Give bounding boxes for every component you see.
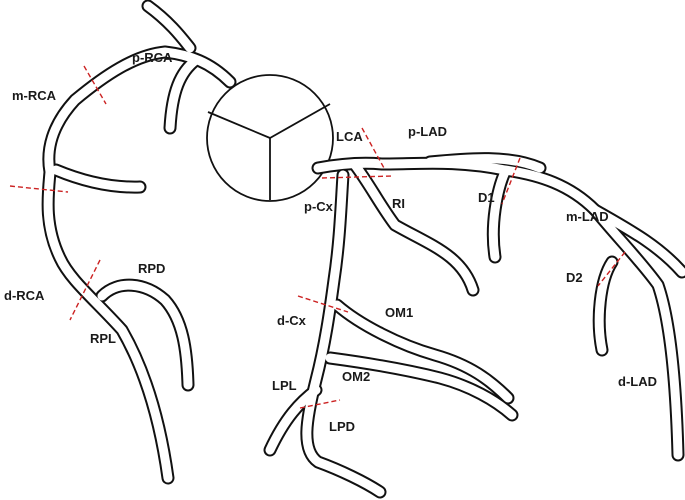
cut-p-cx-ri [321, 175, 393, 179]
label-rpd: RPD [138, 261, 165, 276]
label-d2: D2 [566, 270, 583, 285]
aortic-root [206, 74, 334, 202]
cut-lpl-lpd [299, 399, 341, 409]
label-lca: LCA [336, 129, 363, 144]
label-om1: OM1 [385, 305, 413, 320]
vessel-lumens [43, 1, 685, 497]
label-lpl: LPL [272, 378, 297, 393]
cut-m-lad-d-lad [597, 251, 626, 287]
cut-p-lad-m-lad [501, 157, 521, 205]
label-rpl: RPL [90, 331, 116, 346]
cut-p-cx-d-cx [297, 295, 349, 313]
label-lpd: LPD [329, 419, 355, 434]
label-d-cx: d-Cx [277, 313, 307, 328]
label-p-lad: p-LAD [408, 124, 447, 139]
label-d-rca: d-RCA [4, 288, 45, 303]
cut-p-rca-m-rca [83, 65, 107, 105]
label-p-cx: p-Cx [304, 199, 334, 214]
label-p-rca: p-RCA [132, 50, 173, 65]
label-d-lad: d-LAD [618, 374, 657, 389]
label-d1: D1 [478, 190, 495, 205]
vessel-outlines [41, 0, 685, 499]
segment-labels: p-RCA m-RCA d-RCA RPD RPL LCA p-LAD RI p… [4, 50, 657, 434]
segment-cut-lines [9, 65, 626, 409]
cut-d-rca-rpl [69, 259, 101, 321]
label-om2: OM2 [342, 369, 370, 384]
label-m-lad: m-LAD [566, 209, 609, 224]
cut-m-rca-d-rca [9, 185, 69, 193]
label-ri: RI [392, 196, 405, 211]
label-m-rca: m-RCA [12, 88, 57, 103]
